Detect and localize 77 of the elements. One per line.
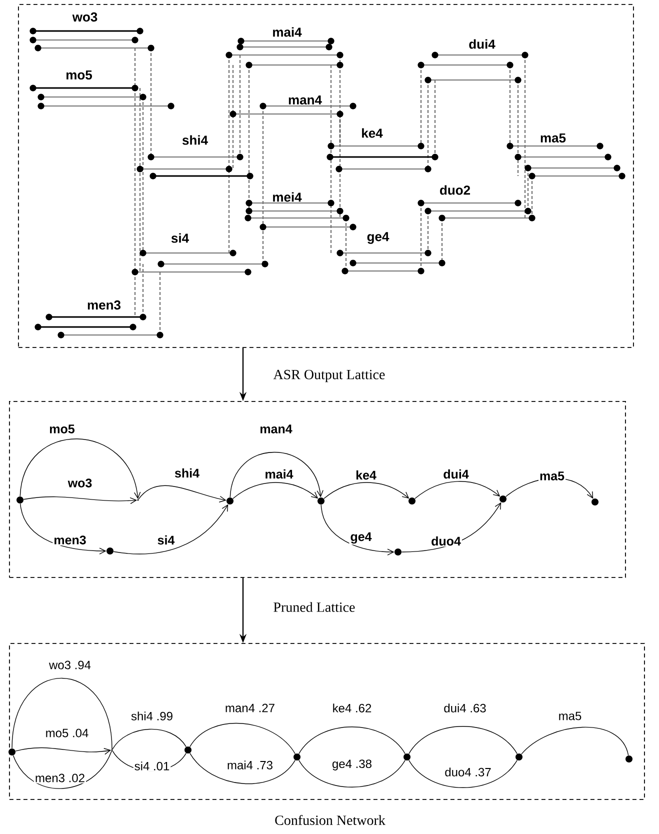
word-label: ma5 — [540, 133, 566, 143]
word-label: dui4 — [469, 39, 496, 49]
edge-label: mai4 — [264, 468, 294, 480]
edge-label: mai4 .73 — [226, 760, 274, 770]
lattice-dot — [408, 498, 416, 504]
arrow — [320, 504, 394, 556]
arc — [12, 678, 112, 750]
edge-label: wo3 — [66, 478, 94, 488]
word-label: men3 — [88, 300, 120, 310]
edge-label: duo4 .37 — [444, 766, 492, 778]
edge-label: men3 — [52, 534, 88, 546]
edge-label: ASR Output Lattice — [272, 368, 386, 384]
dashed-panel — [9, 401, 626, 578]
edge-label: Pruned Lattice — [272, 601, 356, 613]
word-label: mai4 — [273, 27, 302, 37]
lattice-dot — [8, 748, 16, 756]
lattice-dot — [516, 754, 522, 760]
arc — [408, 760, 518, 788]
edge-label: man4 — [258, 424, 294, 434]
arc — [298, 726, 406, 754]
lattice-dot — [106, 548, 114, 554]
edge-label: mo5 .04 — [44, 728, 90, 738]
arrow — [414, 481, 500, 499]
edge-label: ke4 .62 — [331, 702, 373, 714]
arrow — [230, 452, 324, 498]
edge-label: ge4 .38 — [330, 758, 374, 772]
caption: Confusion Network — [275, 815, 386, 825]
word-label: duo2 — [440, 185, 470, 195]
arc — [408, 726, 518, 754]
word-label: ke4 — [362, 128, 383, 138]
arc — [12, 750, 112, 789]
lattice-dot — [394, 548, 402, 556]
arrow — [113, 504, 228, 554]
lattice-dot — [592, 498, 598, 506]
edge-label: mo5 — [48, 424, 76, 434]
lattice-dot — [184, 746, 192, 754]
edge-label: ke4 — [354, 469, 378, 481]
edge-label: ge4 — [349, 531, 373, 545]
edge-label: men3 .02 — [34, 772, 86, 784]
arrow — [20, 438, 141, 500]
edge-label: si4 — [156, 534, 176, 546]
word-label: wo3 — [72, 12, 98, 22]
edge-label: si4 .01 — [133, 760, 171, 772]
edge-label: shi4 .99 — [130, 710, 174, 722]
arrow — [20, 503, 106, 554]
arc — [112, 728, 186, 750]
edge-label: man4 .27 — [224, 702, 276, 714]
edge-label: dui4 — [442, 468, 470, 480]
edge-label: wo3 .94 — [48, 660, 92, 670]
arc — [521, 726, 629, 756]
lattice-dot — [318, 498, 324, 504]
edge-label: ma5 — [557, 710, 583, 722]
edge-label: dui4 .63 — [442, 702, 488, 714]
arrow — [23, 496, 138, 504]
edge-label: shi4 — [174, 467, 200, 479]
lattice-dot — [294, 754, 300, 760]
lattice-dot — [626, 756, 632, 762]
arc — [298, 760, 406, 788]
word-label: mo5 — [66, 70, 92, 80]
arrow — [138, 485, 226, 502]
lattice-dot — [404, 754, 410, 760]
word-label: man4 — [288, 95, 322, 105]
arrow — [323, 482, 410, 499]
dashed-panel — [9, 643, 645, 800]
word-label: si4 — [171, 233, 189, 243]
lattice-dot — [500, 496, 506, 502]
arc — [190, 723, 296, 754]
lattice-dot — [226, 498, 234, 504]
word-label: mei4 — [273, 192, 302, 202]
edge-label: ma5 — [538, 470, 566, 482]
edge-label: duo4 — [430, 535, 462, 547]
arc — [190, 752, 296, 784]
word-label: shi4 — [182, 135, 208, 145]
lattice-dot — [16, 496, 24, 504]
arrow — [15, 747, 112, 755]
word-label: ge4 — [367, 232, 390, 244]
arrow — [232, 482, 318, 499]
